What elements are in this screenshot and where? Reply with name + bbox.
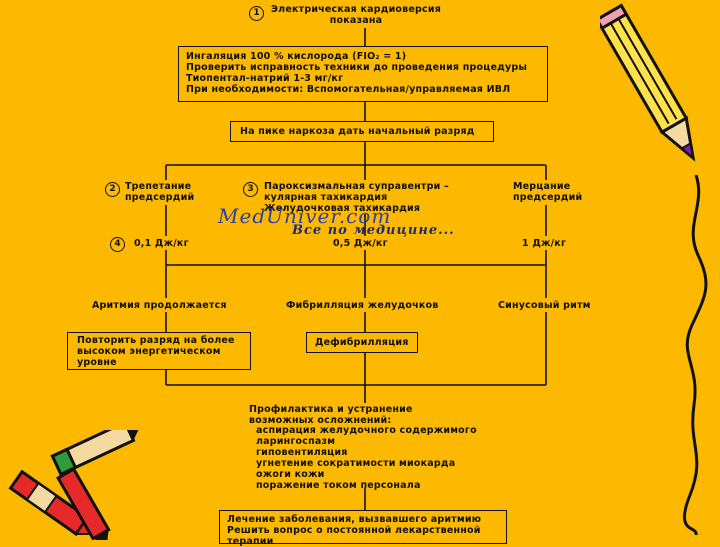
sinus-rhythm-label: Синусовый ритм	[498, 300, 591, 311]
complication-item: гиповентиляция	[256, 447, 348, 458]
defibrillation-label: Дефибрилляция	[315, 337, 409, 348]
squiggle-line	[683, 175, 708, 535]
final-treatment-label: Лечение заболевания, вызвавшего аритмию …	[227, 514, 482, 547]
prep-line: Проверить исправность техники до проведе…	[186, 62, 528, 73]
complication-item: поражение током персонала	[256, 480, 421, 491]
crayons-icon	[8, 430, 141, 540]
initial-shock-box	[230, 121, 494, 142]
step-number-4: 4	[110, 237, 125, 252]
atrial-fibrillation-label: Мерцание предсердий	[513, 181, 583, 203]
defibrillation-box	[306, 332, 418, 353]
preparation-box	[178, 46, 548, 102]
pencil-icon	[600, 3, 696, 162]
ventricular-fibrillation-label: Фибрилляция желудочков	[286, 300, 439, 311]
watermark-tagline: Все по медицине...	[292, 223, 455, 238]
prep-line: При необходимости: Вспомогательная/управ…	[186, 84, 511, 95]
prep-line: Тиопентал-натрий 1-3 мг/кг	[186, 73, 344, 84]
prophylaxis-title: Профилактика и устранение возможных осло…	[249, 404, 413, 426]
atrial-flutter-label: Трепетание предсердий	[125, 181, 195, 203]
cardioversion-indicated-label: Электрическая кардиоверсия показана	[271, 4, 442, 26]
step-number-2: 2	[105, 182, 120, 197]
step-number-1: 1	[249, 6, 264, 21]
repeat-shock-box	[67, 332, 251, 370]
complication-item: ожоги кожи	[256, 469, 325, 480]
complication-item: угнетение сократимости миокарда	[256, 458, 456, 469]
step-number-3: 3	[243, 182, 258, 197]
dose-flutter: 0,1 Дж/кг	[134, 238, 189, 249]
watermark-brand: MedUniver.com	[218, 204, 392, 228]
dose-af: 1 Дж/кг	[522, 238, 567, 249]
initial-shock-label: На пике наркоза дать начальный разряд	[240, 126, 475, 137]
repeat-shock-label: Повторить разряд на более высоком энерге…	[77, 335, 235, 368]
svt-vt-label: Пароксизмальная суправентри – кулярная т…	[264, 181, 449, 214]
arrhythmia-continues-label: Аритмия продолжается	[92, 300, 227, 311]
complication-item: ларингоспазм	[256, 436, 336, 447]
dose-svt: 0,5 Дж/кг	[333, 238, 388, 249]
prep-line: Ингаляция 100 % кислорода (FIO₂ = 1)	[186, 51, 407, 62]
complication-item: аспирация желудочного содержимого	[256, 425, 477, 436]
